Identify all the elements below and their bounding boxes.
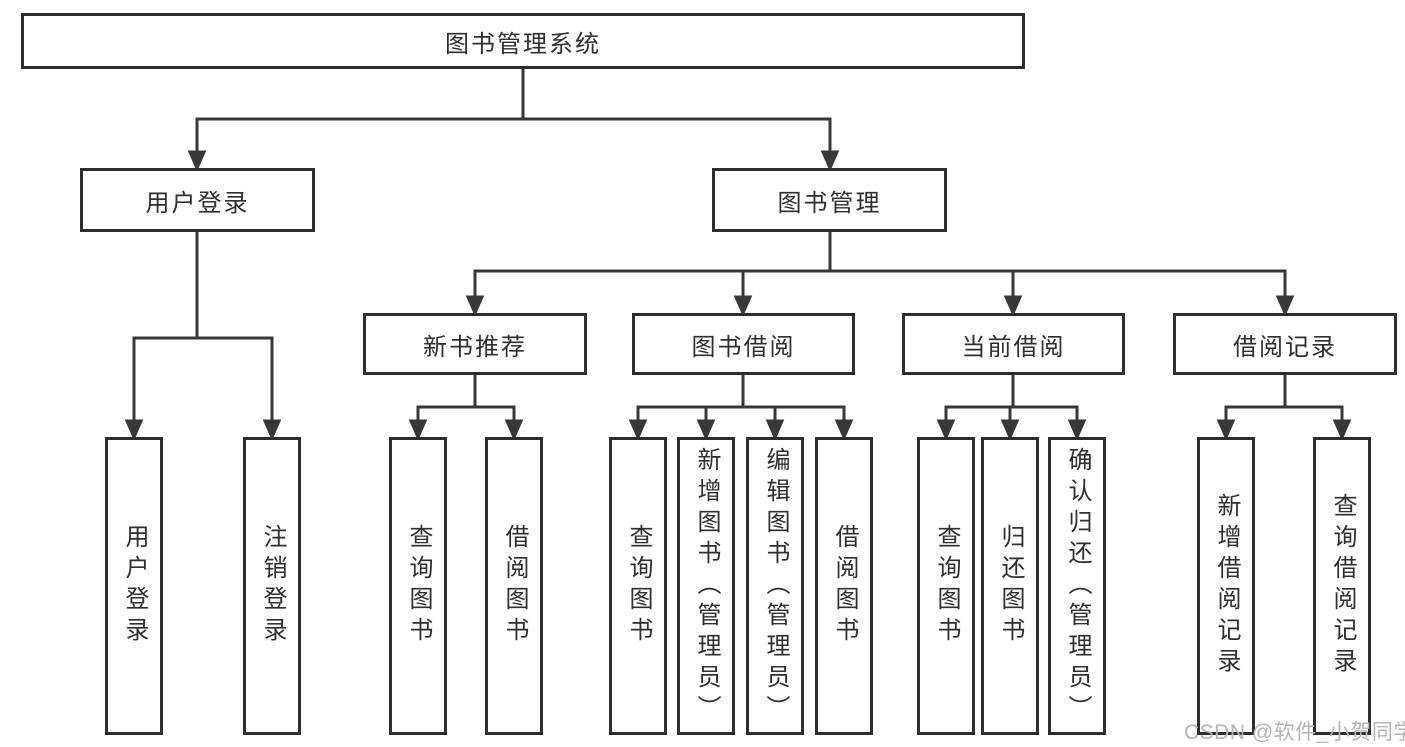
leaf-logout-label: 注销登录 (259, 524, 286, 648)
node-book-borrow: 图书借阅 (632, 313, 855, 375)
leaf-return-book: 归还图书 (981, 437, 1039, 735)
node-current-borrow: 当前借阅 (902, 313, 1125, 375)
leaf-borrow-book-recommend: 借阅图书 (485, 437, 543, 735)
leaf-query-book-current: 查询图书 (917, 437, 975, 735)
leaf-user-login-label: 用户登录 (121, 524, 148, 648)
node-new-book-recommend-label: 新书推荐 (423, 333, 527, 361)
node-borrow-record-label: 借阅记录 (1233, 333, 1337, 361)
node-root-system: 图书管理系统 (21, 13, 1025, 69)
leaf-query-borrow-record: 查询借阅记录 (1313, 437, 1371, 735)
node-book-management-label: 图书管理 (777, 189, 882, 217)
leaf-add-borrow-record: 新增借阅记录 (1197, 437, 1255, 735)
leaf-confirm-return-admin: 确认归还（管理员） (1048, 437, 1106, 735)
leaf-add-borrow-record-label: 新增借阅记录 (1213, 493, 1240, 679)
leaf-edit-book-admin: 编辑图书（管理员） (746, 437, 804, 735)
node-current-borrow-label: 当前借阅 (961, 333, 1066, 361)
csdn-watermark: CSDN @软件_小贺同学 (1184, 721, 1405, 744)
leaf-return-book-label: 归还图书 (997, 524, 1024, 648)
leaf-logout: 注销登录 (243, 437, 301, 735)
leaf-query-book-recommend: 查询图书 (389, 437, 447, 735)
leaf-add-book-admin: 新增图书（管理员） (677, 437, 735, 735)
leaf-query-borrow-record-label: 查询借阅记录 (1329, 493, 1356, 679)
leaf-user-login: 用户登录 (105, 437, 163, 735)
leaf-query-book-current-label: 查询图书 (933, 524, 960, 648)
leaf-add-book-admin-label: 新增图书（管理员） (693, 446, 720, 726)
node-book-borrow-label: 图书借阅 (691, 333, 796, 361)
node-root-label: 图书管理系统 (445, 30, 601, 58)
leaf-confirm-return-admin-label: 确认归还（管理员） (1064, 446, 1091, 726)
leaf-borrow-book-recommend-label: 借阅图书 (501, 524, 528, 648)
node-new-book-recommend: 新书推荐 (363, 313, 587, 375)
leaf-borrow-book-label: 借阅图书 (831, 524, 858, 648)
node-user-login-label: 用户登录 (145, 189, 250, 217)
node-book-management: 图书管理 (712, 168, 947, 232)
node-borrow-record: 借阅记录 (1173, 313, 1397, 375)
leaf-edit-book-admin-label: 编辑图书（管理员） (762, 446, 789, 726)
leaf-query-book-borrow: 查询图书 (609, 437, 667, 735)
leaf-query-book-recommend-label: 查询图书 (405, 524, 432, 648)
leaf-borrow-book: 借阅图书 (815, 437, 873, 735)
node-user-login: 用户登录 (80, 168, 315, 232)
leaf-query-book-borrow-label: 查询图书 (625, 524, 652, 648)
